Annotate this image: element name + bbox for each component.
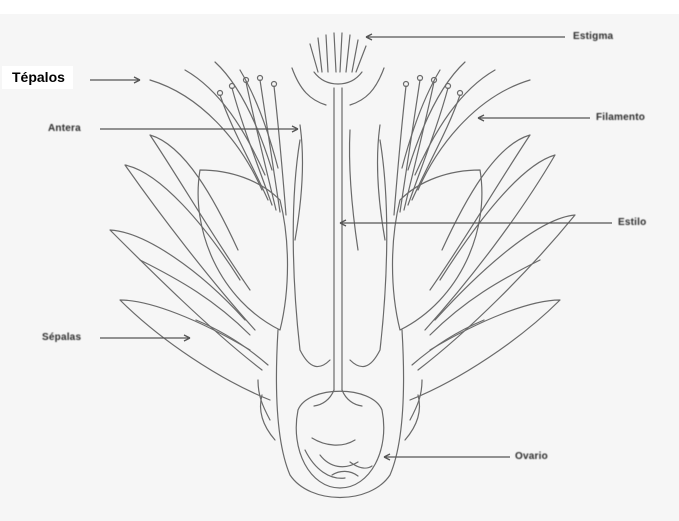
floral-tube — [276, 330, 403, 498]
label-filamento: Filamento — [596, 112, 645, 123]
sepals-left — [110, 135, 275, 440]
style-stigma — [292, 33, 384, 406]
leader-lines — [90, 34, 612, 460]
label-sepalas: Sépalas — [42, 332, 81, 343]
stamens-right — [349, 76, 462, 251]
label-tepalos: Tépalos — [2, 66, 73, 89]
label-estigma: Estigma — [573, 31, 613, 42]
label-antera: Antera — [48, 123, 81, 134]
inner-petals — [198, 140, 482, 367]
sepals-right — [405, 135, 575, 440]
label-estilo: Estilo — [618, 217, 646, 228]
stamens-left — [218, 76, 303, 241]
label-ovario: Ovario — [515, 451, 548, 462]
